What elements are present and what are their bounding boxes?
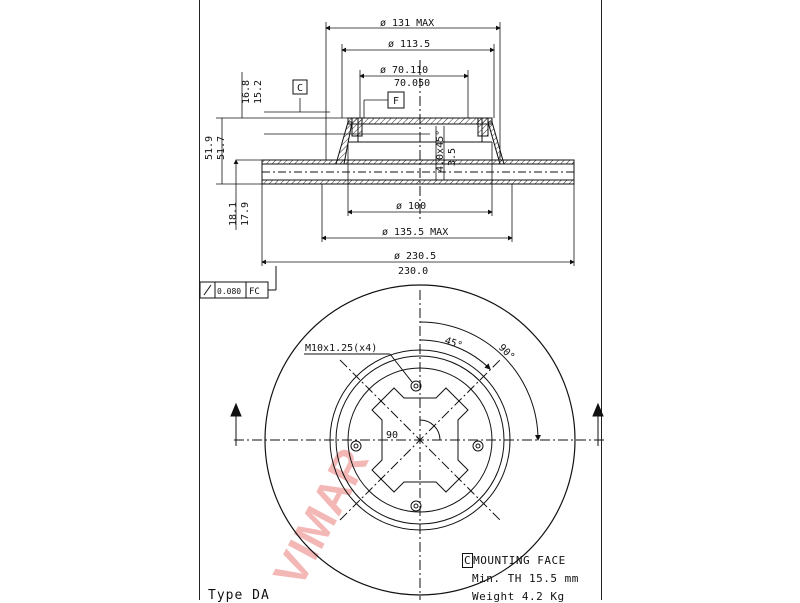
dim-pilot: ø 113.5	[388, 39, 430, 50]
runout-tolerance-frame: 0.080 FC	[199, 266, 277, 299]
svg-text:VIMAR: VIMAR	[263, 439, 379, 594]
dim-center: ø 100	[396, 201, 426, 212]
section-view	[261, 60, 575, 220]
datum-c: C	[292, 79, 308, 95]
dim-total-max: 51.9	[204, 136, 215, 160]
dim-thick-max: 18.1	[228, 202, 239, 226]
dim-hub-max: ø 70.110	[380, 65, 428, 76]
angle-90-inner: 90	[386, 430, 398, 441]
svg-text:0.080: 0.080	[217, 287, 241, 296]
front-view-labels: M10x1.25(x4) 45° 90° 90	[305, 335, 516, 441]
watermark: VIMAR	[263, 439, 379, 594]
thread-label: M10x1.25(x4)	[305, 343, 377, 354]
drawing-sheet	[199, 0, 602, 600]
front-view	[230, 284, 604, 600]
dim-hat-max: ø 135.5 MAX	[382, 227, 448, 238]
angle-90-outer: 90°	[496, 342, 517, 363]
dim-disc-min: 230.0	[398, 266, 428, 277]
weight-note: Weight 4.2 Kg	[472, 590, 565, 603]
dimension-texts: ø 131 MAX ø 113.5 ø 70.110 70.050 ø 100 …	[204, 18, 458, 277]
dim-total-min: 51.7	[216, 136, 227, 160]
min-thickness-note: Min. TH 15.5 mm	[472, 572, 579, 585]
dim-outer-max: ø 131 MAX	[380, 18, 434, 29]
section-dimensions	[216, 22, 575, 266]
svg-text:C: C	[297, 83, 303, 94]
angle-45: 45°	[443, 335, 464, 352]
mounting-face-text: MOUNTING FACE	[473, 554, 566, 567]
dim-top-max: 16.8	[241, 80, 252, 104]
runout-icon	[203, 284, 212, 296]
dim-chamfer-depth: 3.5	[447, 148, 458, 166]
dim-chamfer: 4.0x45°	[435, 130, 446, 172]
type-label: Type DA	[208, 588, 270, 603]
dim-top-min: 15.2	[253, 80, 264, 104]
svg-text:F: F	[393, 96, 399, 107]
dim-hub-min: 70.050	[394, 78, 430, 89]
dim-disc-max: ø 230.5	[394, 251, 436, 262]
datum-f: F	[387, 91, 405, 109]
svg-text:FC: FC	[249, 287, 260, 297]
dim-thick-min: 17.9	[240, 202, 251, 226]
mounting-face-tag: C	[462, 553, 474, 568]
